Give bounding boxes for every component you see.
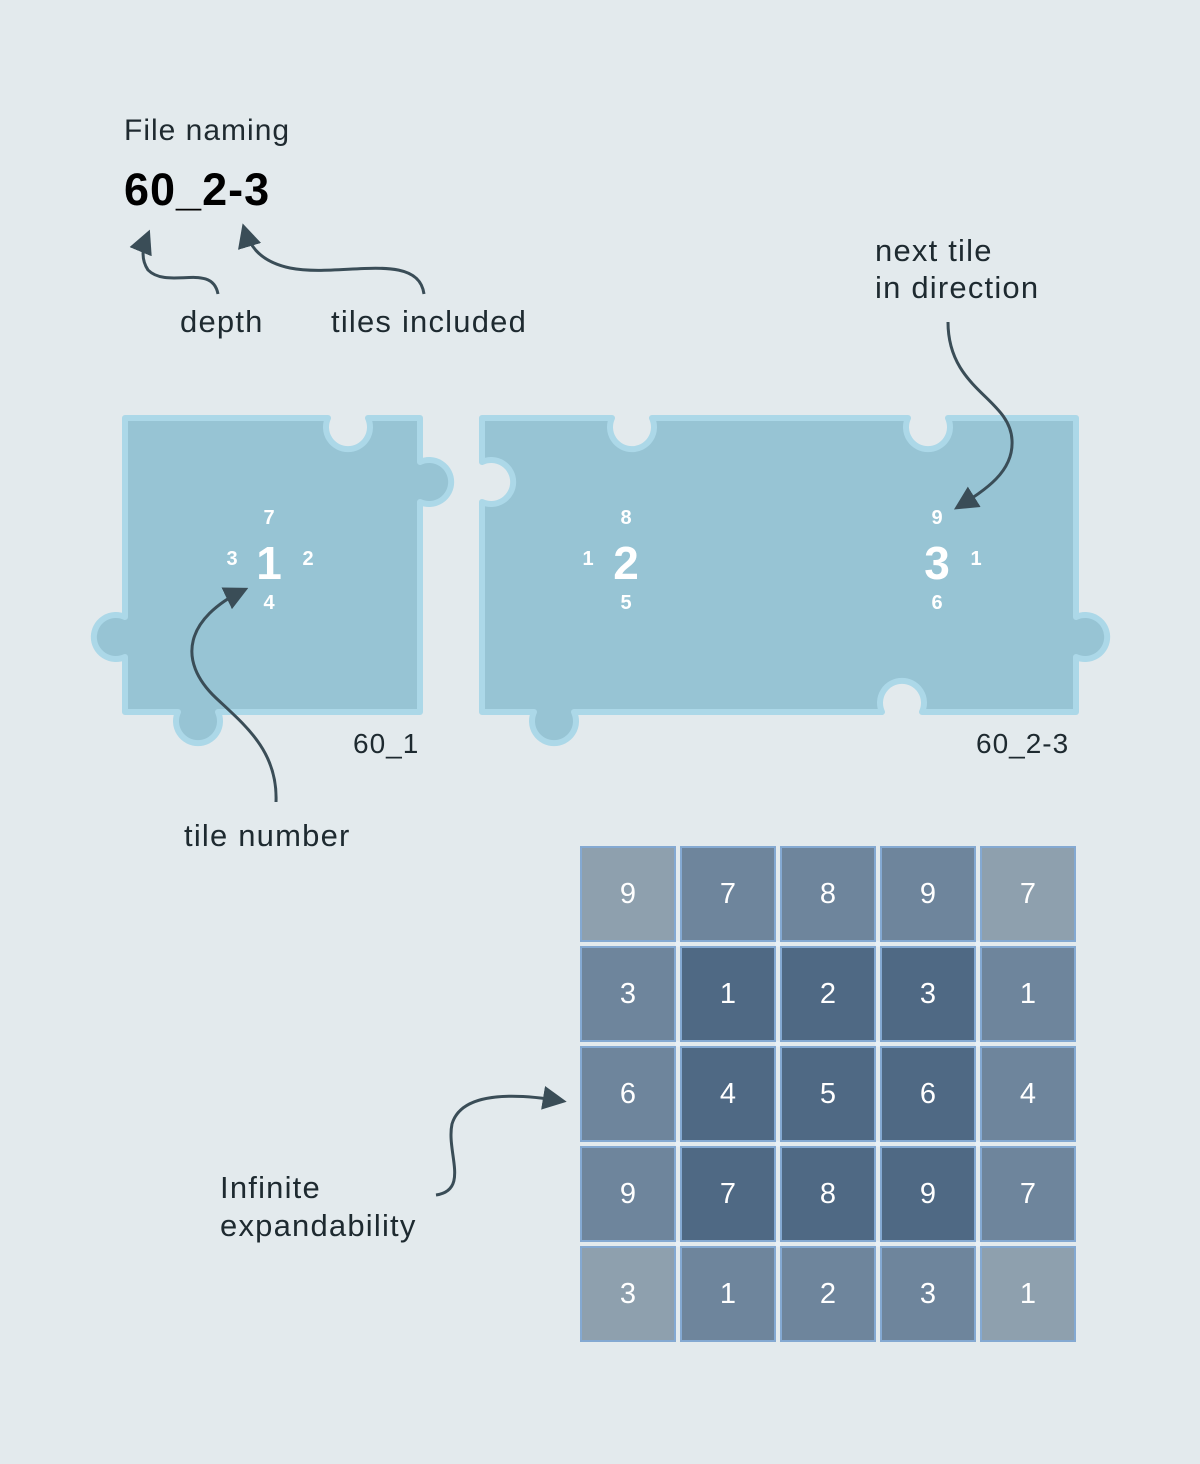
grid-dot (675, 941, 681, 947)
tile-code-60-2-3: 60_2-3 (976, 728, 1070, 759)
grid-dot (875, 1141, 881, 1147)
tile-b-first-bottom-number: 5 (620, 592, 632, 614)
arrow-tile-number (190, 587, 278, 803)
grid-cell: 2 (780, 946, 876, 1042)
file-name-example: 60_2-3 (124, 164, 271, 215)
grid-dot (675, 1141, 681, 1147)
grid-cell: 6 (580, 1046, 676, 1142)
grid-dot (775, 1041, 781, 1047)
grid-cell: 3 (880, 1246, 976, 1342)
grid-cell: 4 (680, 1046, 776, 1142)
label-next-tile-line2: in direction (875, 270, 1040, 305)
tile-b-first-left-number: 1 (582, 548, 594, 570)
grid-cell: 6 (880, 1046, 976, 1142)
label-next-tile-line1: next tile (875, 233, 993, 268)
grid-dot (675, 1241, 681, 1247)
tile-a-left-number: 3 (226, 548, 238, 570)
tile-b-first-center-number: 2 (613, 537, 639, 589)
grid-dot (675, 1041, 681, 1047)
tile-b-second-center-number: 3 (924, 537, 950, 589)
grid-cell: 8 (780, 846, 876, 942)
grid-cell: 5 (780, 1046, 876, 1142)
label-tile-number: tile number (184, 818, 351, 853)
grid-cell: 7 (980, 846, 1076, 942)
grid-dot (975, 1041, 981, 1047)
tile-b-second-top-number: 9 (931, 507, 943, 529)
grid-cell: 4 (980, 1046, 1076, 1142)
label-infinite-line2: expandability (220, 1208, 417, 1243)
grid-cell: 1 (680, 946, 776, 1042)
arrow-depth (129, 229, 220, 295)
grid-cell: 8 (780, 1146, 876, 1242)
grid-cell: 3 (880, 946, 976, 1042)
grid-cell: 7 (680, 846, 776, 942)
tile-b-first-top-number: 8 (620, 507, 632, 529)
grid-dot (975, 1141, 981, 1147)
grid-dot (875, 1041, 881, 1047)
label-depth: depth (180, 304, 264, 339)
label-infinite-line1: Infinite (220, 1170, 321, 1205)
grid-cell: 7 (980, 1146, 1076, 1242)
label-tiles-included: tiles included (331, 304, 528, 339)
grid-dot (975, 941, 981, 947)
grid-cell: 2 (780, 1246, 876, 1342)
grid-cell: 3 (580, 946, 676, 1042)
arrow-tiles-included (238, 223, 426, 295)
grid-dot (975, 1241, 981, 1247)
tile-b-second-bottom-number: 6 (931, 592, 943, 614)
grid-intersection-dots (675, 941, 981, 1247)
tile-code-60-1: 60_1 (353, 728, 420, 759)
page-title: File naming (124, 114, 291, 147)
grid-cell: 9 (880, 1146, 976, 1242)
grid-dot (875, 1241, 881, 1247)
grid-dot (775, 1141, 781, 1147)
puzzle-piece-60-2-3 (479, 415, 1111, 747)
grid-cell: 9 (580, 1146, 676, 1242)
grid-cell: 1 (980, 946, 1076, 1042)
tile-a-right-number: 2 (302, 548, 314, 570)
grid-cell: 7 (680, 1146, 776, 1242)
grid-cell: 1 (680, 1246, 776, 1342)
grid-cell: 9 (580, 846, 676, 942)
grid-cell: 1 (980, 1246, 1076, 1342)
grid-dot (775, 1241, 781, 1247)
arrow-next-tile (946, 321, 1014, 510)
tile-a-center-number: 1 (256, 537, 282, 589)
tile-a-bottom-number: 4 (263, 592, 275, 614)
tile-a-top-number: 7 (263, 507, 275, 529)
grid-dot (875, 941, 881, 947)
grid-cell: 9 (880, 846, 976, 942)
puzzle-piece-60-1 (90, 415, 455, 747)
tile-b-second-right-number: 1 (970, 548, 982, 570)
arrow-infinite (435, 1086, 567, 1197)
grid-cell: 3 (580, 1246, 676, 1342)
grid-dot (775, 941, 781, 947)
